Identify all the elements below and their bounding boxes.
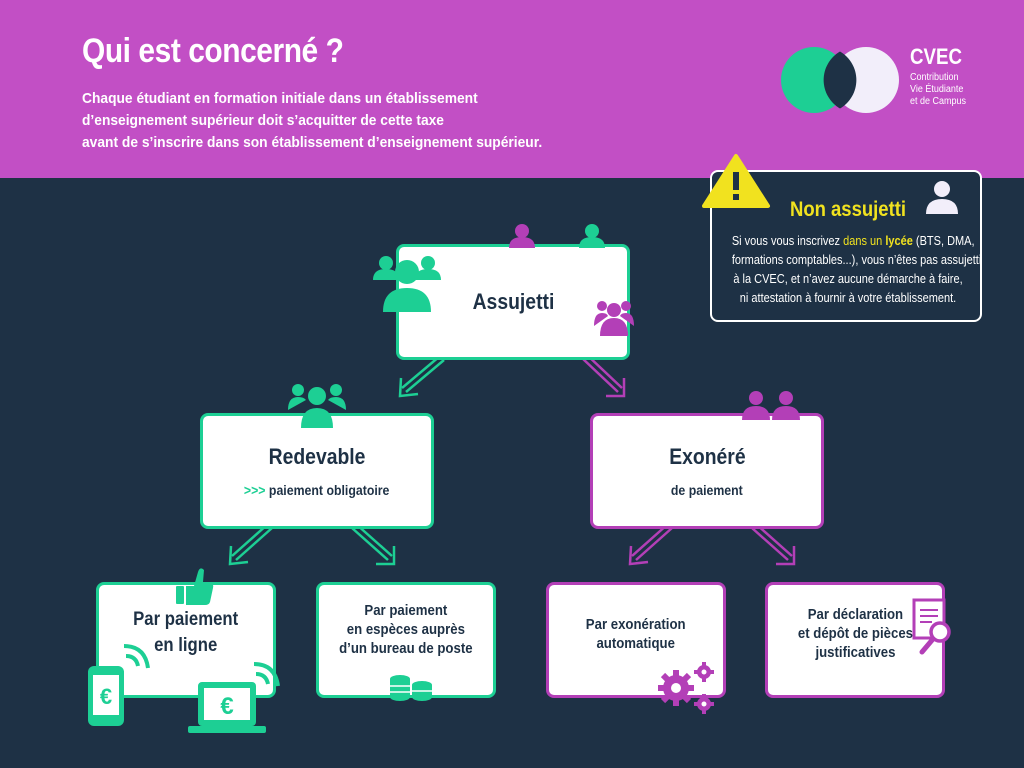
arrow-right-leaf4-icon [751,523,796,566]
leaf-title-line: d’un bureau de poste [339,639,473,657]
euro-text: € [100,684,112,709]
user-icon [926,181,958,214]
cvec-logo: CVEC Contribution Vie Étudiante et de Ca… [778,42,978,118]
header-banner: Qui est concerné ? Chaque étudiant en fo… [0,0,1024,178]
pair-icon-purple [742,391,800,420]
wifi-icon-laptop [253,662,280,687]
notice-line: à la CVEC, et n’avez aucune démarche à f… [733,272,963,286]
leaf-exoneration-automatique: Par exonération automatique [546,582,726,698]
person-icon-purple [509,224,535,248]
page-subtitle: Chaque étudiant en formation initiale da… [82,88,671,154]
leaf-title-line: automatique [596,635,676,652]
notice-line: formations comptables...), vous n’êtes p… [731,253,982,267]
cvec-logo-circles-icon [781,47,899,113]
assujetti-title: Assujetti [472,289,554,314]
person-icon-green [579,224,605,248]
subtitle-line: avant de s’inscrire dans son établisseme… [82,134,543,151]
arrow-right-leaf3-icon [628,523,673,566]
redevable-subtitle-text: paiement obligatoire [265,482,390,498]
leaf-title-line: en espèces auprès [346,620,466,638]
arrow-left-leaf1-icon [228,523,273,566]
logo-subtitle-line: et de Campus [910,96,967,107]
page-title: Qui est concerné ? [82,32,344,70]
document-search-icon [912,598,951,655]
group-icon-green-redevable [288,384,346,428]
notice-text: Si vous vous inscrivez dans un lycée (BT… [731,232,982,308]
leaf-title: Par déclaration et dépôt de pièces justi… [797,605,912,662]
notice-text-span: (BTS, DMA, [912,234,975,248]
redevable-box: Redevable >>> paiement obligatoire [200,413,434,529]
group-icon-purple [594,301,634,336]
notice-line: Si vous vous inscrivez dans un lycée (BT… [731,232,975,251]
leaf-title: Par paiement en ligne [133,607,238,659]
arrow-root-left-icon [398,355,445,398]
leaf-title: Par exonération automatique [586,615,686,653]
logo-subtitle-line: Contribution [910,72,959,83]
leaf-title-line: justificatives [815,643,895,661]
notice-highlight-bold: lycée [885,234,913,248]
assujetti-box: Assujetti [396,244,630,360]
notice-highlight: dans un [843,234,886,248]
warning-icon [702,154,770,208]
wifi-icon [123,644,150,669]
exonere-title: Exonéré [668,444,746,469]
leaf-title-line: Par déclaration [807,605,903,623]
logo-name: CVEC [910,44,962,69]
coins-icon [390,675,432,701]
laptop-euro-icon: € [188,682,266,733]
leaf-title-line: Par paiement [364,601,448,619]
logo-subtitle-line: Vie Étudiante [910,84,964,95]
thumbs-up-icon [176,568,214,605]
leaf-title-line: et dépôt de pièces [797,624,913,642]
phone-euro-icon: € [88,666,124,726]
group-icon-green [373,256,441,312]
leaf-title: Par paiement en espèces auprès d’un bure… [339,601,472,658]
euro-text: € [220,693,233,720]
logo-subtitle: Contribution Vie Étudiante et de Campus [910,72,966,108]
redevable-subtitle: >>> paiement obligatoire [244,482,390,498]
leaf-title-line: Par exonération [586,616,686,633]
leaf-title-line: Par paiement [133,609,239,630]
subtitle-line: Chaque étudiant en formation initiale da… [82,90,478,107]
notice-title: Non assujetti [789,198,907,221]
exonere-subtitle: de paiement [671,482,743,498]
notice-text-span: Si vous vous inscrivez [731,234,844,248]
redevable-title: Redevable [268,444,366,469]
arrow-left-leaf2-icon [351,523,396,566]
subtitle-line: d’enseignement supérieur doit s’acquitte… [82,112,444,129]
leaf-title-line: en ligne [154,635,218,656]
notice-line: ni attestation à fournir à votre établis… [739,291,957,305]
exonere-box: Exonéré de paiement [590,413,824,529]
triple-chevron-text: >>> [244,482,266,498]
gears-icon [658,662,714,714]
